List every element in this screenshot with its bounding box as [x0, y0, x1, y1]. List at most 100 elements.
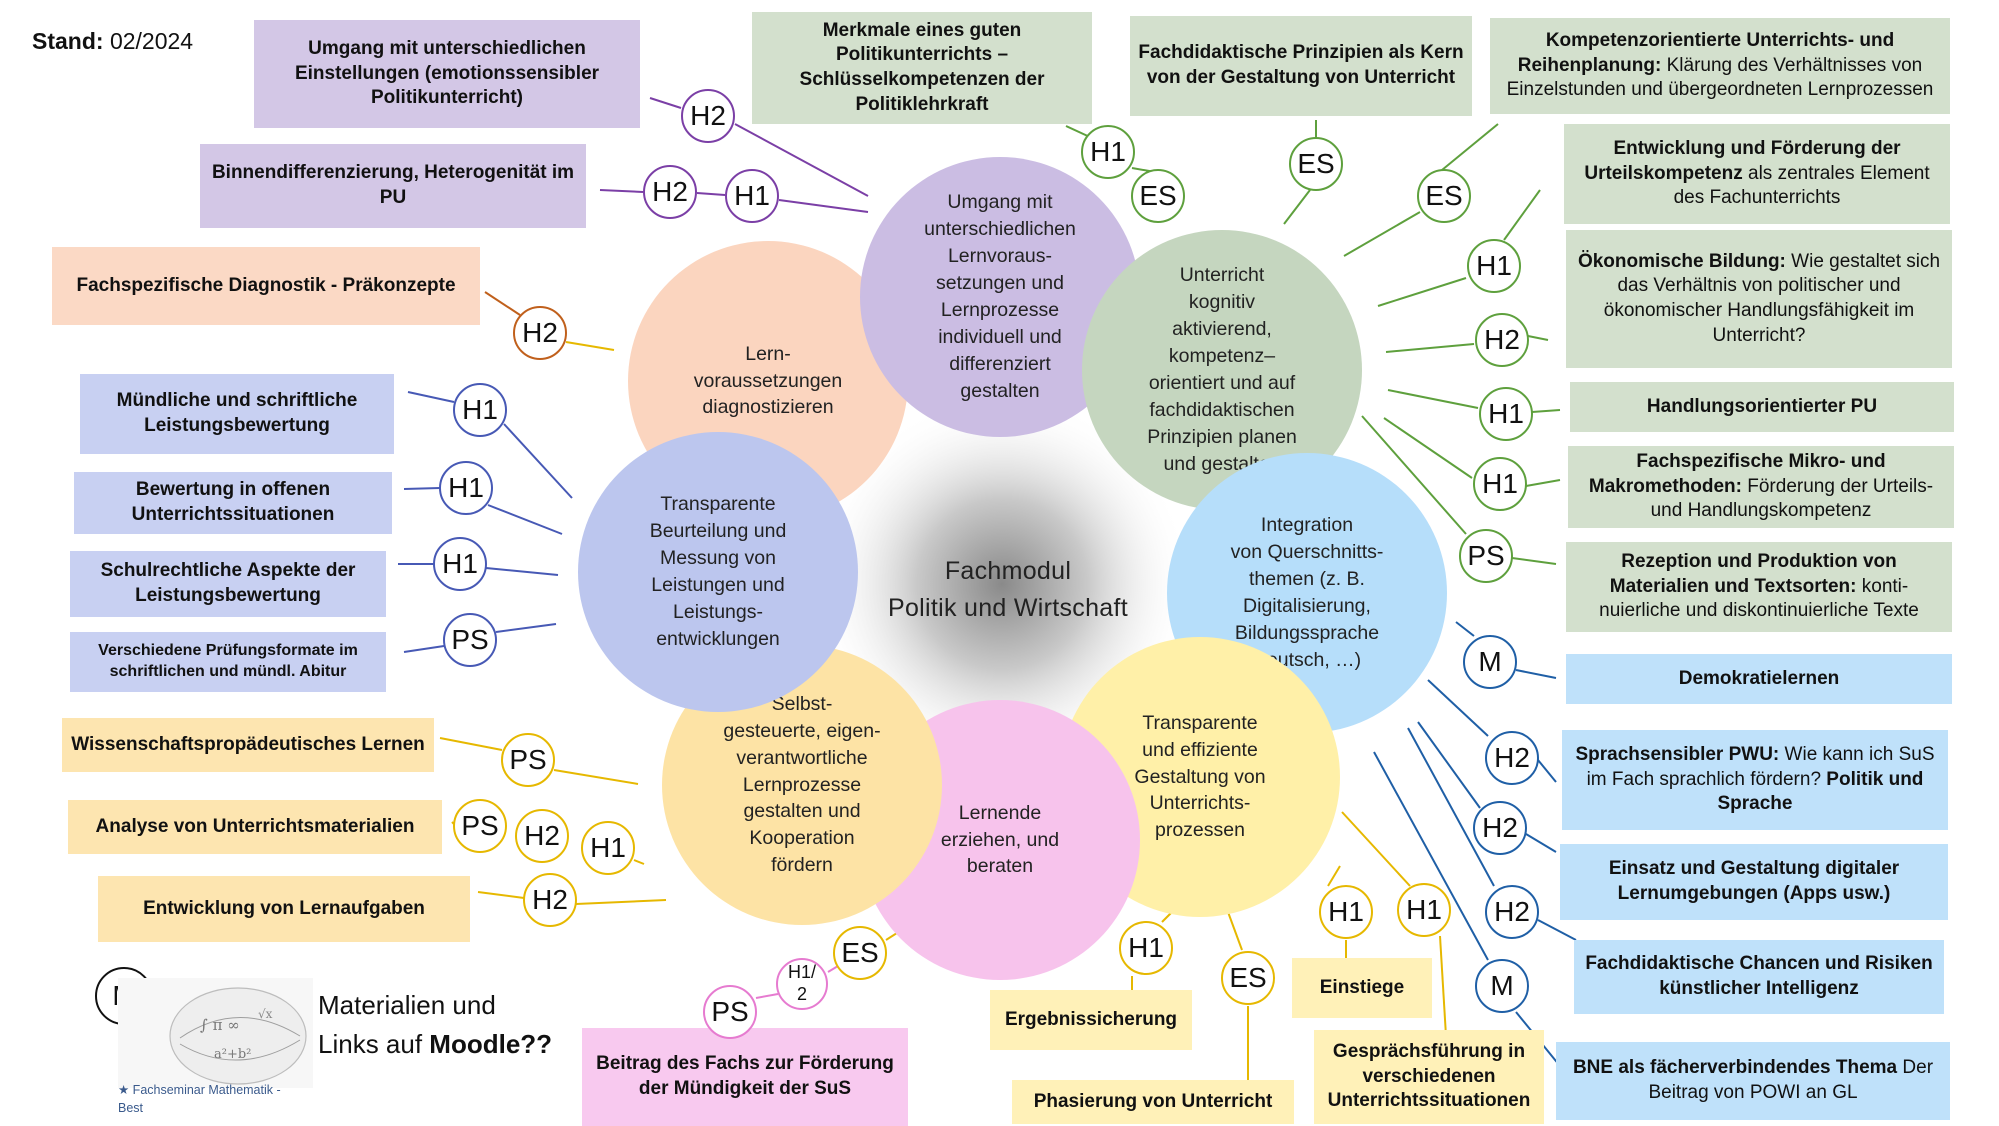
connector-line: [403, 487, 441, 490]
topic-box-binnendifferenzierung[interactable]: Binnendifferenzierung, Heterogenität im …: [200, 144, 586, 228]
connector-line: [484, 291, 521, 316]
competence-circle-label: Umgang mit unterschiedlichen Lernvoraus-…: [924, 191, 1076, 402]
topic-box-text: Handlungsorientierter PU: [1647, 395, 1877, 420]
topic-box-muendigkeit[interactable]: Beitrag des Fachs zur Förderung der Münd…: [582, 1028, 908, 1126]
level-badge-es-kompetenz: ES: [1417, 169, 1471, 223]
topic-box-umgang-einstellungen[interactable]: Umgang mit unterschiedlichen Einstellung…: [254, 20, 640, 128]
level-badge-h1-schulrecht: H1: [433, 537, 487, 591]
svg-text:a²+b²: a²+b²: [214, 1047, 251, 1062]
topic-box-gespraechsfuehrung[interactable]: Gesprächsführung in verschiedenen Unterr…: [1314, 1030, 1544, 1124]
connector-line: [1343, 211, 1421, 257]
topic-box-description: Der Beitrag von POWI an GL: [1648, 1057, 1934, 1103]
connector-line: [495, 623, 557, 633]
level-badge-h12-muendig: H1/ 2: [776, 958, 828, 1010]
connector-line: [575, 899, 667, 905]
connector-line: [1407, 727, 1495, 887]
topic-box-einstiege[interactable]: Einstiege: [1292, 958, 1432, 1018]
connector-line: [1283, 189, 1311, 225]
topic-box-sprachsensibel[interactable]: Sprachsensibler PWU: Wie kann ich SuS im…: [1562, 730, 1948, 830]
connector-line: [407, 391, 455, 403]
topic-box-handlungsorientiert[interactable]: Handlungsorientierter PU: [1570, 382, 1954, 432]
competence-circle-label: Lern- voraussetzungen diagnostizieren: [693, 342, 843, 419]
competence-circle-label: Integration von Querschnitts- themen (z.…: [1230, 514, 1384, 671]
topic-box-description: als zentrales Element des Fachunterricht…: [1673, 162, 1930, 209]
topic-box-analyse[interactable]: Analyse von Unterrichtsmaterialien: [68, 800, 442, 854]
competence-circle-beurteilung[interactable]: Transparente Beurteilung und Messung von…: [578, 432, 858, 712]
topic-box-heading: Analyse von Unterrichtsmaterialien: [95, 815, 415, 837]
topic-box-bne[interactable]: BNE als fächerverbindendes Thema Der Bei…: [1556, 1042, 1950, 1120]
topic-box-heading: Merkmale eines guten Politikunterrichts …: [799, 19, 1045, 115]
topic-box-ergebnissicherung[interactable]: Ergebnissicherung: [990, 990, 1192, 1050]
topic-box-heading: Wissenschaftspropädeutisches Lernen: [71, 733, 425, 755]
topic-box-heading: Einsatz und Gestaltung digitaler Lernumg…: [1608, 858, 1900, 904]
competence-circle-label: Selbst- gesteuerte, eigen- verantwortlic…: [723, 692, 881, 877]
topic-box-heading: Bewertung in offenen Unterrichtssituatio…: [131, 479, 335, 525]
connector-line: [755, 993, 779, 999]
topic-box-prinzipien[interactable]: Fachdidaktische Prinzipien als Kern von …: [1130, 16, 1472, 116]
connector-line: [1327, 865, 1341, 887]
level-badge-h2-sprach: H2: [1485, 731, 1539, 785]
topic-box-heading: BNE als fächerverbindendes Thema: [1572, 1057, 1898, 1079]
connector-line: [1511, 557, 1557, 565]
topic-box-text: Verschiedene Prüfungsformate im schriftl…: [78, 641, 378, 683]
topic-box-text: Ergebnissicherung: [1005, 1008, 1177, 1033]
topic-box-oekonomisch[interactable]: Ökonomische Bildung: Wie gestaltet sich …: [1566, 230, 1952, 368]
topic-box-heading: Ergebnissicherung: [1004, 1008, 1178, 1030]
level-badge-ps-pruefung: PS: [443, 613, 497, 667]
competence-circle-label: Transparente und effiziente Gestaltung v…: [1134, 711, 1266, 842]
topic-box-pruefungsformate[interactable]: Verschiedene Prüfungsformate im schriftl…: [70, 632, 386, 692]
topic-box-diagnostik[interactable]: Fachspezifische Diagnostik - Präkonzepte: [52, 247, 480, 325]
topic-box-heading: Entwicklung und Förderung der Urteilskom…: [1584, 137, 1901, 184]
topic-box-heading: Handlungsorientierter PU: [1646, 395, 1878, 417]
topic-box-heading: Politik und Sprache: [1717, 768, 1924, 815]
topic-box-text: Entwicklung und Förderung der Urteilskom…: [1572, 137, 1942, 211]
topic-box-text: Demokratielernen: [1679, 667, 1840, 692]
moodle-thumbnail-image[interactable]: ∫ π ∞ a²+b² √x: [118, 978, 313, 1088]
connector-line: [439, 737, 503, 751]
topic-box-schulrecht[interactable]: Schulrechtliche Aspekte der Leistungsbew…: [70, 551, 386, 617]
topic-box-merkmale[interactable]: Merkmale eines guten Politikunterrichts …: [752, 12, 1092, 124]
topic-box-leistungsbewertung[interactable]: Mündliche und schriftliche Leistungsbewe…: [80, 374, 394, 454]
topic-box-heading: Mündliche und schriftliche Leistungsbewe…: [116, 390, 358, 436]
topic-box-digital[interactable]: Einsatz und Gestaltung digitaler Lernumg…: [1560, 844, 1948, 920]
topic-box-heading: Sprachsensibler PWU:: [1575, 743, 1780, 765]
connector-line: [734, 123, 869, 197]
topic-box-text: Einsatz und Gestaltung digitaler Lernumg…: [1568, 857, 1940, 906]
connector-line: [1387, 389, 1479, 409]
connector-line: [1383, 417, 1473, 479]
topic-box-textsorten[interactable]: Rezeption und Produktion von Materialien…: [1566, 542, 1952, 632]
level-badge-h2-einstellungen: H2: [681, 89, 735, 143]
connector-line: [1537, 919, 1577, 941]
level-badge-es-merkmale: ES: [1131, 169, 1185, 223]
level-badge-h1-merkmale: H1: [1081, 125, 1135, 179]
topic-box-heading: Einstiege: [1319, 976, 1405, 998]
topic-box-methoden[interactable]: Fachspezifische Mikro- und Makromethoden…: [1568, 446, 1954, 528]
level-badge-h1-gespraech: H1: [1397, 883, 1451, 937]
connector-line: [1373, 751, 1489, 961]
connector-line: [1455, 621, 1475, 637]
math-sketch-icon: ∫ π ∞ a²+b² √x: [169, 987, 307, 1085]
level-badge-es-phasierung: ES: [1221, 951, 1275, 1005]
topic-box-kompetenzorientierte[interactable]: Kompetenzorientierte Unterrichts- und Re…: [1490, 18, 1950, 114]
connector-line: [553, 769, 639, 785]
connector-line: [487, 504, 563, 535]
connector-line: [503, 423, 573, 499]
topic-box-heading: Ökonomische Bildung:: [1577, 250, 1786, 272]
topic-box-text: Bewertung in offenen Unterrichtssituatio…: [82, 478, 384, 527]
topic-box-text: BNE als fächerverbindendes Thema Der Bei…: [1564, 1056, 1942, 1105]
level-badge-h2-digital: H2: [1473, 801, 1527, 855]
topic-box-ki[interactable]: Fachdidaktische Chancen und Risiken küns…: [1574, 940, 1944, 1014]
topic-box-offene-situationen[interactable]: Bewertung in offenen Unterrichtssituatio…: [74, 472, 392, 534]
level-badge-ps-analyse: PS: [453, 799, 507, 853]
topic-box-demokratielernen[interactable]: Demokratielernen: [1566, 654, 1952, 704]
center-glow: [812, 394, 1192, 774]
topic-box-text: Mündliche und schriftliche Leistungsbewe…: [88, 389, 386, 438]
topic-box-urteilskompetenz[interactable]: Entwicklung und Förderung der Urteilskom…: [1564, 124, 1950, 224]
topic-box-lernaufgaben[interactable]: Entwicklung von Lernaufgaben: [98, 876, 470, 942]
topic-box-phasierung[interactable]: Phasierung von Unterricht: [1012, 1080, 1294, 1124]
competence-circle-lernvoraussetzungen-umgang[interactable]: Umgang mit unterschiedlichen Lernvoraus-…: [860, 157, 1140, 437]
moodle-course-link[interactable]: ★ Fachseminar Mathematik - Best: [118, 1083, 281, 1115]
topic-box-text: Einstiege: [1320, 976, 1404, 1001]
topic-box-wissenschaft[interactable]: Wissenschaftspropädeutisches Lernen: [62, 718, 434, 772]
